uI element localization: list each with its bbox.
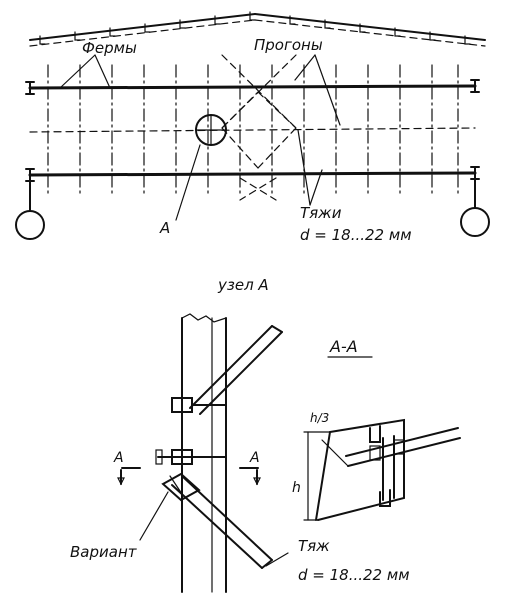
label-variant: Вариант xyxy=(70,543,138,561)
label-ties: Тяжи xyxy=(300,204,342,222)
dim-h: h xyxy=(292,480,301,496)
section-title: A-A xyxy=(329,337,358,356)
support-right xyxy=(460,207,490,237)
truss-lower xyxy=(28,171,477,177)
label-node-a: A xyxy=(159,219,170,237)
roof-elevation xyxy=(29,11,486,47)
section-a-a: A-A h h/3 xyxy=(292,337,461,521)
plan-view: Фермы Прогоны A Тяжи d = 18...22 мм xyxy=(15,36,490,244)
section-mark-right: A xyxy=(249,450,260,466)
label-trusses: Фермы xyxy=(82,39,137,57)
ties-diamond xyxy=(221,54,297,201)
dim-h3: h/3 xyxy=(310,411,329,425)
label-purlins: Прогоны xyxy=(254,36,323,54)
label-tie: Тяж xyxy=(298,537,330,555)
truss-upper xyxy=(28,84,477,90)
section-mark-left: A xyxy=(113,450,124,466)
node-title: узел А xyxy=(217,276,269,294)
label-tie-diameter: d = 18...22 мм xyxy=(298,566,410,584)
label-ties-diameter: d = 18...22 мм xyxy=(300,226,412,244)
node-detail: A A Вариант Тяж d = 18...22 мм xyxy=(70,313,410,593)
support-left xyxy=(15,210,45,240)
